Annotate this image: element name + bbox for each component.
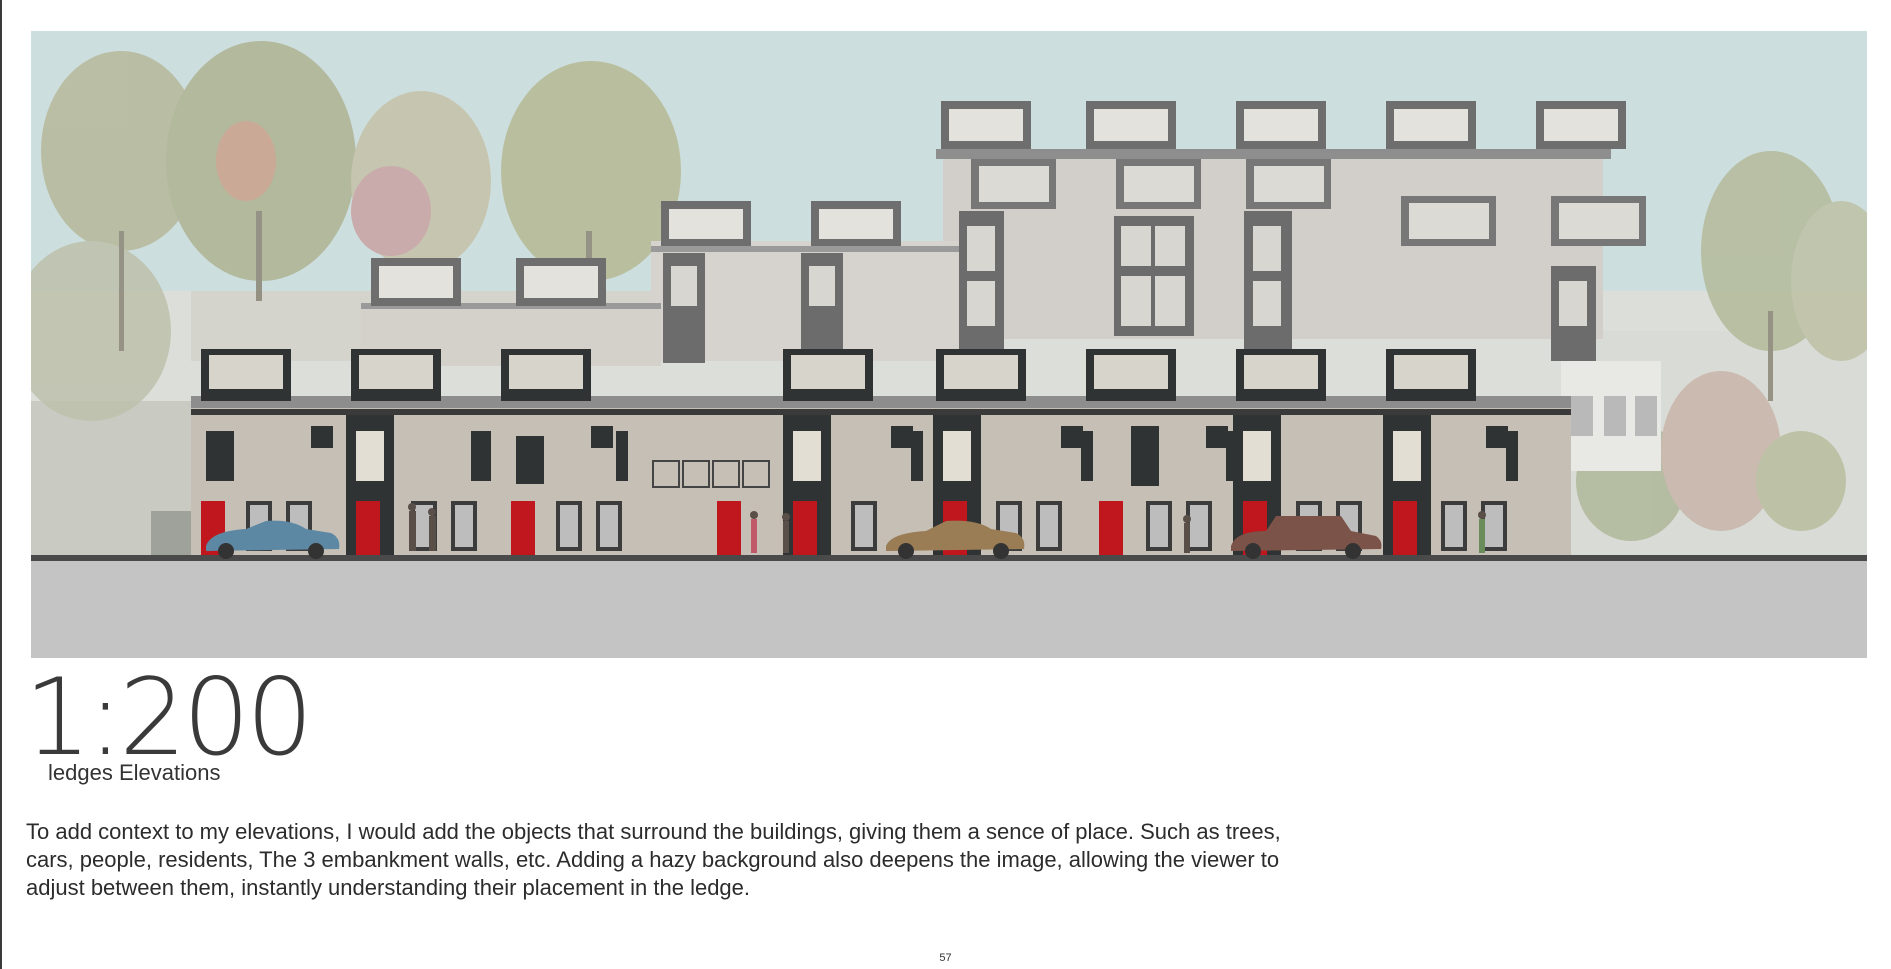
bin-store	[151, 511, 191, 556]
left-margin-rule	[0, 0, 2, 969]
pavement-line	[31, 555, 1867, 561]
description-paragraph: To add context to my elevations, I would…	[26, 819, 1281, 900]
trees-left	[31, 41, 681, 421]
upper-block	[361, 101, 1661, 471]
ground	[31, 561, 1867, 658]
people	[408, 503, 1486, 553]
elevation-svg	[31, 31, 1867, 658]
car-blue	[206, 520, 340, 559]
elevation-drawing	[31, 31, 1867, 658]
car-brown	[886, 520, 1025, 559]
elevation-subtitle: ledges Elevations	[48, 760, 221, 785]
trees-right	[1576, 151, 1867, 541]
page-number: 57	[939, 952, 952, 964]
scale-label: 1:200	[24, 656, 313, 779]
car-estate	[1231, 516, 1382, 559]
